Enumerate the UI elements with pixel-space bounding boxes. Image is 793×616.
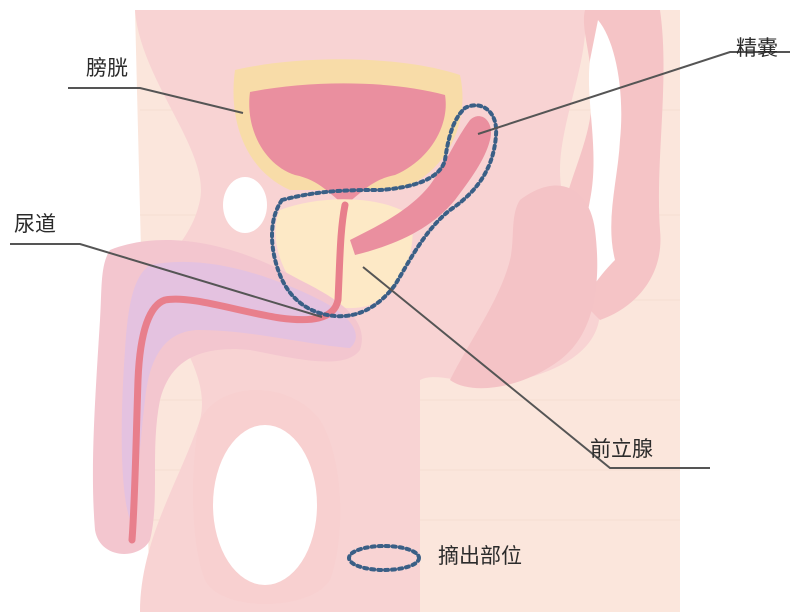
label-bladder: 膀胱 <box>86 58 128 79</box>
label-seminal-vesicle: 精嚢 <box>736 38 778 59</box>
testis <box>213 425 317 585</box>
pubic-bone <box>223 177 267 233</box>
label-urethra: 尿道 <box>14 214 56 235</box>
label-prostate: 前立腺 <box>590 439 653 460</box>
legend-label: 摘出部位 <box>438 546 522 567</box>
